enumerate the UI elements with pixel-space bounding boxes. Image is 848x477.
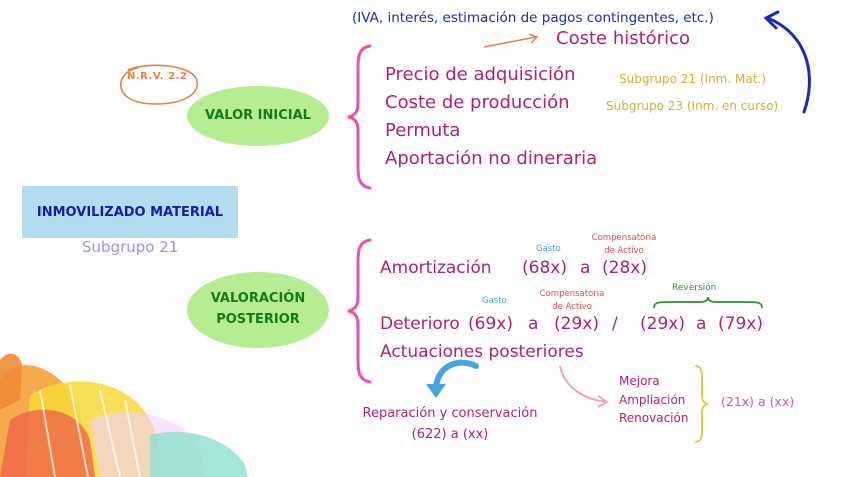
mejora-item: Mejora bbox=[619, 374, 660, 388]
coste-historico: Coste histórico bbox=[556, 28, 690, 49]
reparacion-line2: (622) a (xx) bbox=[411, 426, 489, 442]
reversion-brace bbox=[653, 296, 763, 309]
det-a1: a bbox=[528, 314, 539, 334]
blue-curved-arrow-icon bbox=[763, 10, 811, 114]
det-slash: / bbox=[612, 314, 618, 334]
amort-cr: (28x) bbox=[602, 258, 647, 278]
title-box: INMOVILIZADO MATERIAL bbox=[22, 186, 238, 238]
brace-valor-inicial bbox=[347, 44, 372, 190]
reparacion-box: Reparación y conservación (622) a (xx) bbox=[352, 404, 548, 446]
item-permuta: Permuta bbox=[385, 120, 461, 141]
subgrupo21-note: Subgrupo 21 (Inm. Mat.) bbox=[619, 72, 766, 86]
valoracion-line2: POSTERIOR bbox=[216, 312, 300, 327]
item-aportacion: Aportación no dineraria bbox=[385, 148, 598, 169]
valor-inicial-label: VALOR INICIAL bbox=[205, 107, 311, 123]
iva-note: (IVA, interés, estimación de pagos conti… bbox=[352, 10, 714, 26]
amortizacion-label: Amortización bbox=[380, 258, 492, 278]
valoracion-line1: VALORACIÓN bbox=[210, 291, 306, 307]
actuaciones-label: Actuaciones posteriores bbox=[380, 342, 584, 362]
amort-comp-line1: Compensatoria bbox=[591, 233, 657, 243]
amort-comp-note: Compensatoria de Activo bbox=[584, 232, 664, 258]
blue-down-arrow-icon bbox=[426, 359, 479, 398]
amort-dr: (68x) bbox=[522, 258, 567, 278]
decorative-paint-splash bbox=[0, 353, 248, 477]
subgrupo23-note: Subgrupo 23 (Inm. en curso) bbox=[606, 99, 779, 113]
reparacion-line1: Reparación y conservación bbox=[362, 406, 538, 421]
det-comp-line1: Compensatoria bbox=[539, 289, 605, 299]
deterioro-label: Deterioro bbox=[380, 314, 460, 334]
det-cr: (29x) bbox=[554, 314, 599, 334]
item-coste-produccion: Coste de producción bbox=[385, 92, 570, 113]
det-dr: (69x) bbox=[468, 314, 513, 334]
pink-arrow-icon bbox=[559, 365, 609, 408]
mejoras-list: Mejora Ampliación Renovación bbox=[619, 372, 688, 428]
nrv-label: N.R.V. 2.2 bbox=[127, 71, 188, 82]
valoracion-posterior-oval: VALORACIÓN POSTERIOR bbox=[187, 272, 329, 348]
yellow-brace bbox=[695, 365, 709, 443]
amort-a: a bbox=[580, 258, 591, 278]
brace-valoracion-posterior bbox=[347, 238, 372, 384]
valor-inicial-oval: VALOR INICIAL bbox=[187, 86, 329, 146]
item-precio-adquisicion: Precio de adquisición bbox=[385, 64, 576, 85]
det-rev-dr: (29x) bbox=[640, 314, 685, 334]
mejoras-entry: (21x) a (xx) bbox=[721, 394, 795, 409]
ampliacion-item: Ampliación bbox=[619, 392, 686, 407]
title-label: INMOVILIZADO MATERIAL bbox=[36, 204, 224, 220]
nrv-circle bbox=[120, 64, 198, 105]
reversion-note: Reversión bbox=[672, 283, 717, 293]
orange-arrow-icon bbox=[483, 33, 539, 48]
det-comp-line2: de Activo bbox=[552, 301, 592, 312]
det-rev-cr: (79x) bbox=[718, 314, 763, 334]
det-a2: a bbox=[696, 314, 707, 334]
renovacion-item: Renovación bbox=[619, 411, 689, 426]
det-gasto-note: Gasto bbox=[482, 296, 507, 306]
title-subtitle: Subgrupo 21 bbox=[82, 238, 179, 256]
amort-gasto-note: Gasto bbox=[536, 244, 561, 254]
det-comp-note: Compensatoria de Activo bbox=[532, 288, 612, 314]
amort-comp-line2: de Activo bbox=[604, 245, 644, 256]
